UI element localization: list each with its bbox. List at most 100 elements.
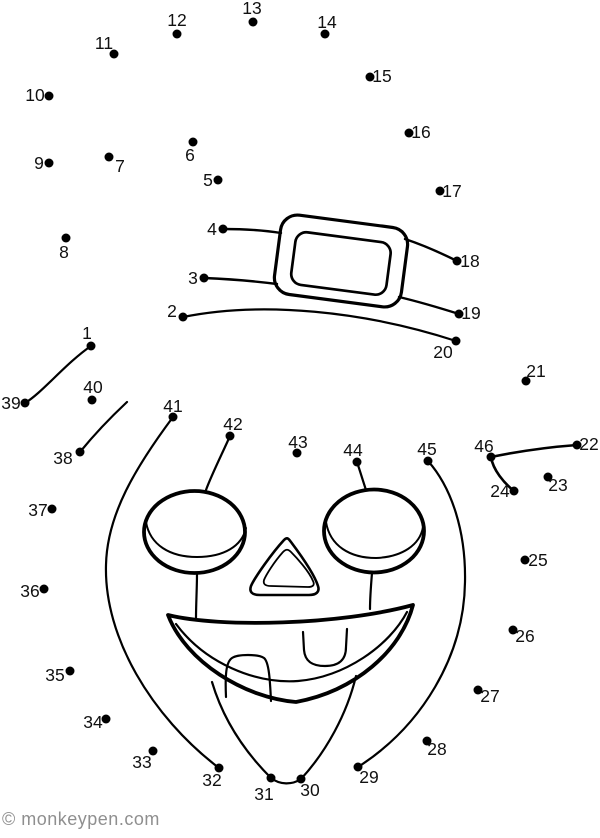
dot-marker-22 [572, 440, 582, 450]
chin-bottom-arc [269, 776, 303, 785]
hatband-line-3 [202, 276, 279, 286]
dot-number-23: 23 [548, 475, 567, 495]
dot-marker-44 [352, 457, 362, 467]
dot-number-31: 31 [254, 784, 273, 804]
dot-number-22: 22 [579, 434, 598, 454]
dot-marker-20 [451, 336, 461, 346]
dot-marker-24 [509, 486, 519, 496]
dot-marker-7 [104, 152, 114, 162]
stub-line-38 [78, 400, 129, 454]
dot-marker-21 [521, 376, 531, 386]
nose-inner [262, 548, 315, 588]
dot-number-45: 45 [417, 439, 436, 459]
dot-number-34: 34 [83, 712, 103, 732]
dot-number-4: 4 [207, 219, 217, 239]
dot-marker-19 [454, 309, 464, 319]
right-eye-bottom-stem [368, 571, 374, 611]
dot-number-3: 3 [188, 268, 198, 288]
left-eye-lid-arc [145, 521, 247, 558]
dot-marker-30 [296, 774, 306, 784]
dot-marker-33 [148, 746, 158, 756]
dot-number-2: 2 [167, 301, 177, 321]
dot-number-44: 44 [343, 440, 363, 460]
hatband-line-18 [403, 237, 459, 263]
dot-number-18: 18 [460, 251, 479, 271]
dot-marker-34 [101, 714, 111, 724]
dot-marker-29 [353, 762, 363, 772]
dot-number-19: 19 [461, 303, 480, 323]
dot-marker-23 [543, 472, 553, 482]
dot-number-21: 21 [526, 361, 545, 381]
dot-marker-35 [65, 666, 75, 676]
dot-number-36: 36 [20, 581, 39, 601]
left-eye-top-stem [204, 434, 232, 492]
dot-marker-36 [39, 584, 49, 594]
dot-marker-40 [87, 395, 97, 405]
dot-number-13: 13 [242, 0, 261, 18]
dot-marker-32 [214, 763, 224, 773]
dot-marker-17 [435, 186, 445, 196]
hat-brim-arc [181, 308, 458, 343]
hat-buckle-inner [289, 230, 392, 297]
dot-number-39: 39 [1, 393, 20, 413]
dot-marker-9 [44, 158, 54, 168]
numbered-dots-layer: 1234567891011121314151617181920212223242… [1, 0, 598, 804]
dot-marker-31 [266, 773, 276, 783]
dot-marker-25 [520, 555, 530, 565]
dot-marker-10 [44, 91, 54, 101]
dot-number-26: 26 [515, 626, 534, 646]
dot-number-35: 35 [45, 665, 64, 685]
dot-number-25: 25 [528, 550, 547, 570]
dot-number-5: 5 [203, 170, 213, 190]
upper-tooth [301, 627, 349, 668]
dot-number-16: 16 [411, 122, 430, 142]
dot-marker-27 [473, 685, 483, 695]
dot-number-28: 28 [427, 739, 446, 759]
dot-number-33: 33 [132, 752, 151, 772]
dot-number-10: 10 [25, 85, 45, 105]
dot-number-41: 41 [163, 396, 182, 416]
dot-number-42: 42 [223, 414, 242, 434]
dot-number-15: 15 [372, 66, 391, 86]
dot-marker-38 [75, 447, 85, 457]
dot-marker-42 [225, 431, 235, 441]
dot-number-11: 11 [95, 33, 113, 53]
dot-marker-14 [320, 29, 330, 39]
dot-marker-28 [422, 736, 432, 746]
dot-marker-16 [404, 128, 414, 138]
dot-number-27: 27 [480, 686, 499, 706]
watermark-text: © monkeypen.com [2, 809, 160, 829]
mouth-inner-lip-arc [174, 610, 409, 683]
nose-outer [249, 536, 320, 597]
dot-marker-45 [423, 456, 433, 466]
dot-number-1: 1 [82, 323, 92, 343]
dot-marker-1 [86, 341, 96, 351]
dot-number-40: 40 [83, 377, 103, 397]
dot-marker-37 [47, 504, 57, 514]
left-eye-bottom-stem [194, 571, 199, 620]
dot-marker-4 [218, 224, 228, 234]
left-eye-outline [142, 489, 247, 575]
dot-marker-12 [172, 29, 182, 39]
pumpkin-left-side [104, 415, 221, 770]
dot-number-43: 43 [288, 432, 307, 452]
dot-marker-2 [178, 312, 188, 322]
dot-number-9: 9 [34, 153, 44, 173]
hat-group [181, 213, 461, 343]
dot-number-6: 6 [185, 145, 195, 165]
dot-number-20: 20 [433, 342, 453, 362]
dot-number-46: 46 [474, 436, 493, 456]
dot-marker-18 [452, 256, 462, 266]
dot-marker-46 [486, 452, 496, 462]
dot-number-30: 30 [300, 780, 320, 800]
dot-number-24: 24 [490, 481, 510, 501]
dot-marker-13 [248, 17, 258, 27]
hatband-line-19 [397, 295, 461, 316]
dot-marker-15 [365, 72, 375, 82]
chin-right-line [299, 674, 358, 781]
pumpkin-right-side [356, 459, 467, 769]
hat-buckle-outer [272, 213, 410, 309]
dot-number-8: 8 [59, 242, 69, 262]
